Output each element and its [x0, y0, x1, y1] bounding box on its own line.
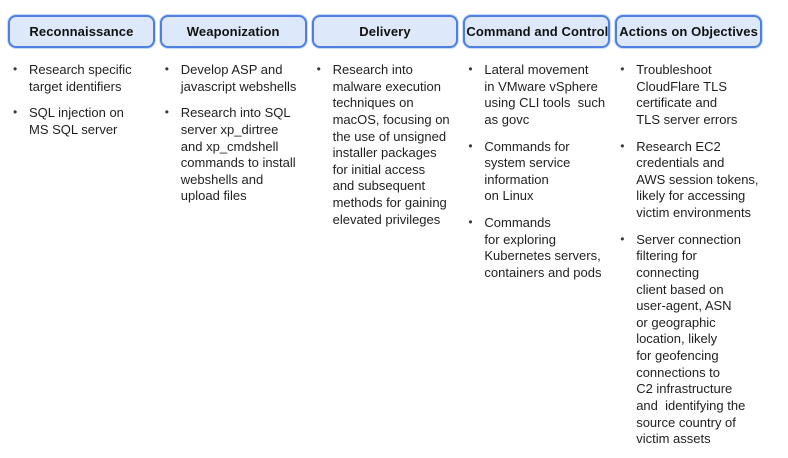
phase-title: Command and Control [466, 24, 609, 39]
bullet-item: Research into SQL server xp_dirtree and … [160, 105, 307, 205]
phase-title: Reconnaissance [29, 24, 134, 39]
bullet-item: Research EC2 credentials and AWS session… [615, 139, 762, 222]
bullet-text: Troubleshoot CloudFlare TLS certificate … [636, 62, 738, 127]
bullet-item: Server connection filtering for connecti… [615, 232, 762, 448]
phase-title: Delivery [359, 24, 411, 39]
phase-header-weaponization: Weaponization [159, 15, 307, 48]
phase-header-delivery: Delivery [311, 15, 459, 48]
bullet-item: Research specific target identifiers [8, 62, 155, 95]
phase-column-actions-on-objectives: Actions on Objectives Troubleshoot Cloud… [615, 15, 762, 458]
phase-column-delivery: Delivery Research into malware execution… [311, 15, 459, 458]
bullet-item: Research into malware execution techniqu… [312, 62, 459, 228]
bullet-list: Troubleshoot CloudFlare TLS certificate … [615, 62, 762, 448]
bullet-text: Server connection filtering for connecti… [636, 231, 746, 447]
phase-title: Weaponization [186, 24, 280, 39]
bullet-text: Commands for system service information … [484, 138, 571, 204]
bullet-text: Lateral movement in VMware vSphere using… [484, 62, 606, 127]
bullet-item: Commands for system service information … [463, 139, 610, 206]
bullet-text: Research specific target identifiers [29, 62, 132, 94]
bullet-text: Research into malware execution techniqu… [332, 62, 450, 227]
bullet-list: Develop ASP and javascript webshells Res… [160, 62, 307, 205]
phase-header-actions-on-objectives: Actions on Objectives [615, 15, 762, 48]
bullet-item: Lateral movement in VMware vSphere using… [463, 62, 610, 129]
phase-title: Actions on Objectives [619, 24, 758, 39]
bullet-item: Develop ASP and javascript webshells [160, 62, 307, 95]
bullet-item: Troubleshoot CloudFlare TLS certificate … [615, 62, 762, 129]
bullet-list: Research specific target identifiers SQL… [8, 62, 155, 139]
bullet-text: Commands for exploring Kubernetes server… [484, 215, 602, 280]
phase-column-reconnaissance: Reconnaissance Research specific target … [8, 15, 155, 458]
bullet-text: Research into SQL server xp_dirtree and … [180, 105, 296, 204]
phase-header-reconnaissance: Reconnaissance [8, 15, 155, 48]
bullet-item: SQL injection on MS SQL server [8, 105, 155, 138]
phase-column-command-and-control: Command and Control Lateral movement in … [463, 15, 611, 458]
bullet-list: Lateral movement in VMware vSphere using… [463, 62, 610, 282]
phase-header-command-and-control: Command and Control [463, 15, 611, 48]
bullet-text: Research EC2 credentials and AWS session… [636, 138, 759, 221]
bullet-item: Commands for exploring Kubernetes server… [463, 215, 610, 282]
phase-column-weaponization: Weaponization Develop ASP and javascript… [159, 15, 307, 458]
bullet-text: SQL injection on MS SQL server [29, 105, 124, 137]
bullet-list: Research into malware execution techniqu… [312, 62, 459, 228]
bullet-text: Develop ASP and javascript webshells [180, 62, 297, 94]
